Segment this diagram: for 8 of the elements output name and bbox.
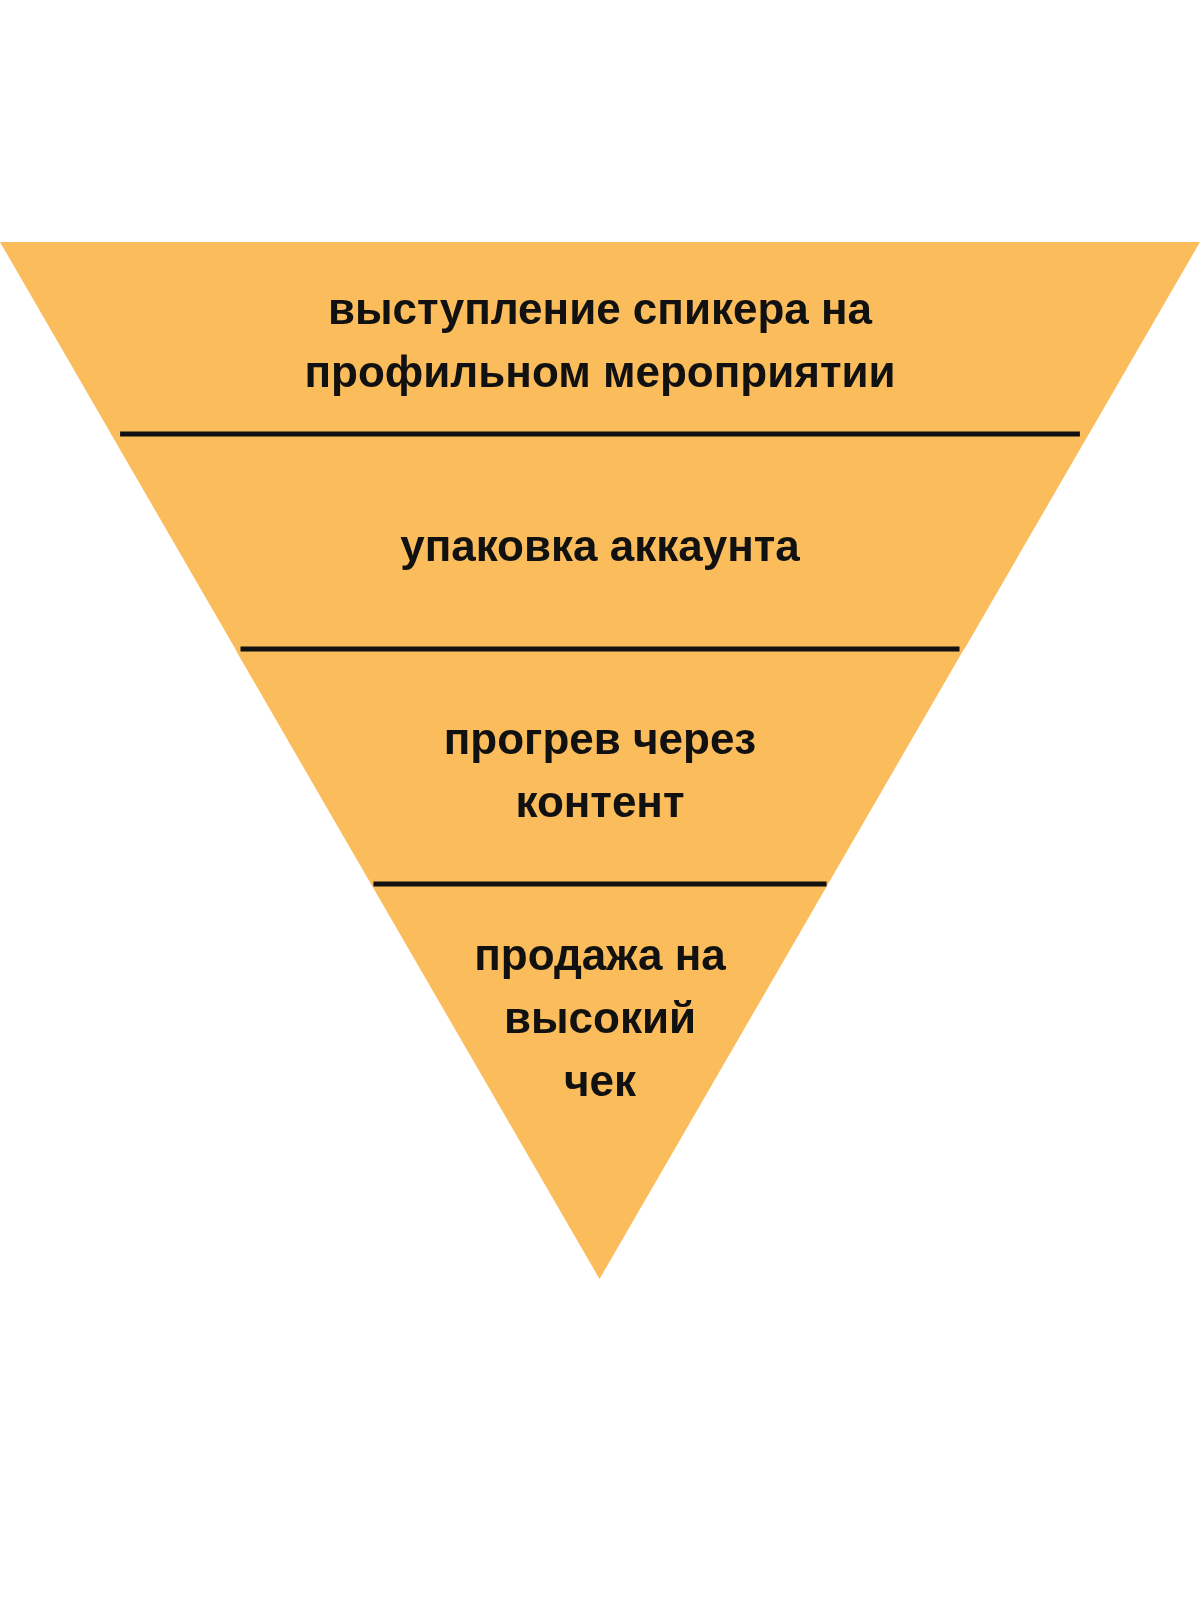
funnel-band (0, 242, 1200, 434)
band-label: упаковка аккаунта (400, 519, 800, 572)
funnel-band (371, 884, 829, 1279)
band-label: выступление спикера на профильном мероприятии (303, 283, 897, 398)
funnel-band (111, 434, 1089, 649)
funnel-band (235, 649, 965, 884)
band-label: продажа на высокий чек (473, 929, 727, 1107)
band-label: прогрев через контент (442, 713, 758, 828)
